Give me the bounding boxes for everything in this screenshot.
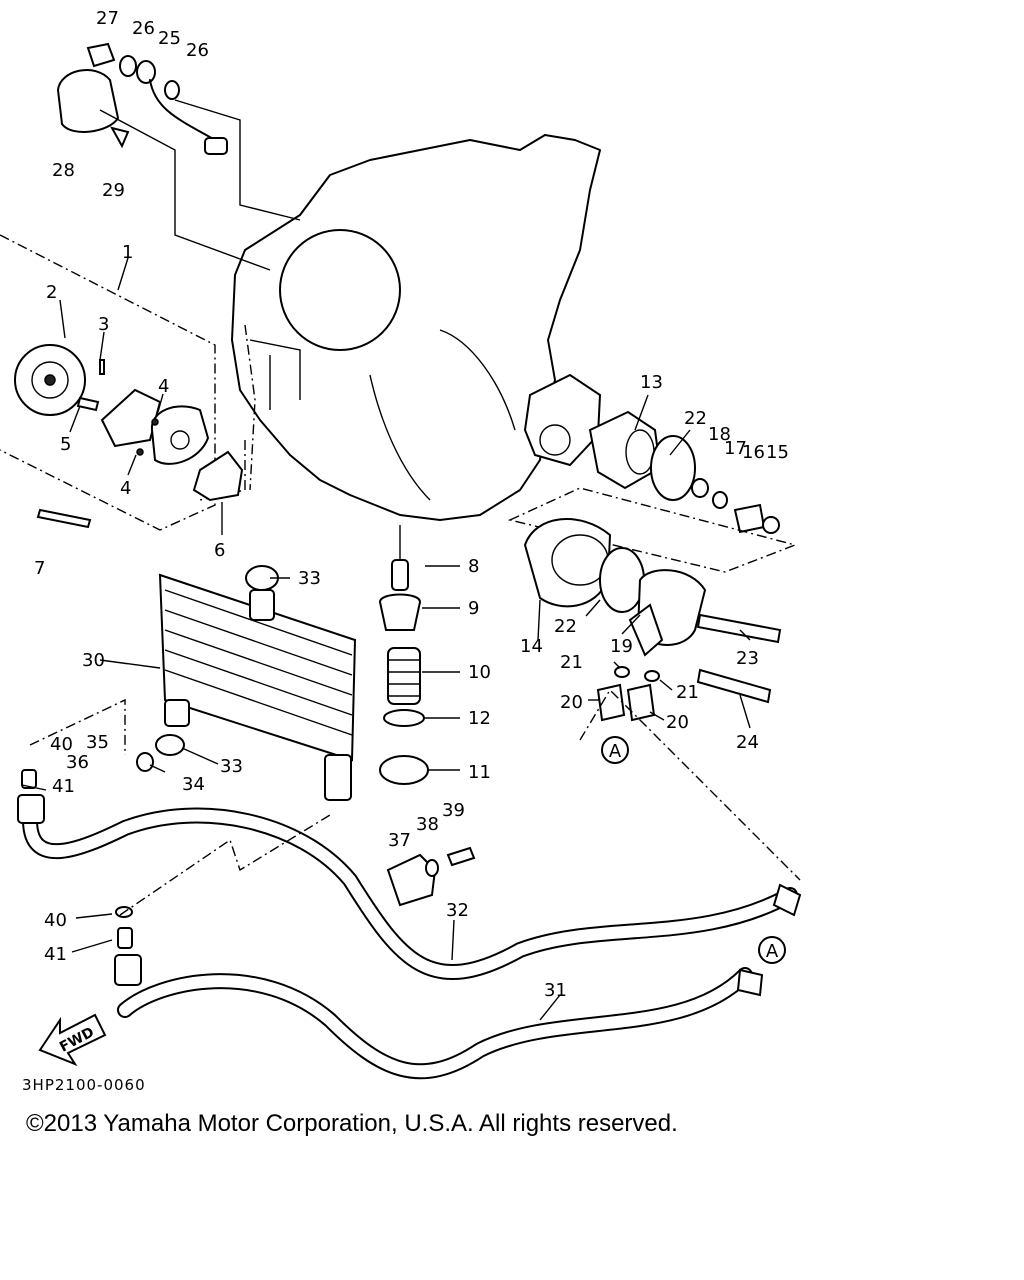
oil-hoses bbox=[17, 698, 802, 1080]
callout-20: 20 bbox=[560, 692, 583, 713]
callout-9: 9 bbox=[468, 598, 479, 619]
callout-39: 39 bbox=[442, 800, 465, 821]
callout-27: 27 bbox=[96, 8, 119, 29]
callout-17: 17 bbox=[724, 438, 747, 459]
callout-14: 14 bbox=[520, 636, 543, 657]
leader-lines bbox=[21, 257, 751, 1021]
callout-25: 25 bbox=[158, 28, 181, 49]
reference-marker-label: A bbox=[766, 941, 779, 962]
oil-line-bolt-group bbox=[56, 42, 301, 271]
callout-36: 36 bbox=[66, 752, 89, 773]
callout-21: 21 bbox=[560, 652, 583, 673]
callout-numbers: 27 26 25 26 28 29 1 2 3 4 5 4 7 6 33 30 … bbox=[34, 8, 789, 1001]
forward-direction-arrow: FWD bbox=[38, 1013, 107, 1067]
callout-4: 4 bbox=[120, 478, 131, 499]
callout-37: 37 bbox=[388, 830, 411, 851]
callout-29: 29 bbox=[102, 180, 125, 201]
callout-13: 13 bbox=[640, 372, 663, 393]
callout-19: 19 bbox=[610, 636, 633, 657]
callout-26: 26 bbox=[132, 18, 155, 39]
callout-28: 28 bbox=[52, 160, 75, 181]
hose-clamp bbox=[386, 846, 476, 907]
reference-marker-label: A bbox=[609, 741, 622, 762]
callout-6: 6 bbox=[214, 540, 225, 561]
oil-filter-group bbox=[507, 373, 801, 881]
callout-2: 2 bbox=[46, 282, 57, 303]
callout-23: 23 bbox=[736, 648, 759, 669]
callout-41: 41 bbox=[52, 776, 75, 797]
callout-33: 33 bbox=[220, 756, 243, 777]
callout-26: 26 bbox=[186, 40, 209, 61]
callout-35: 35 bbox=[86, 732, 109, 753]
callout-4: 4 bbox=[158, 376, 169, 397]
callout-34: 34 bbox=[182, 774, 205, 795]
callout-18: 18 bbox=[708, 424, 731, 445]
callout-33: 33 bbox=[298, 568, 321, 589]
oil-cooler bbox=[136, 565, 357, 801]
relief-valve-stack bbox=[378, 525, 429, 785]
callout-40: 40 bbox=[44, 910, 67, 931]
callout-5: 5 bbox=[60, 434, 71, 455]
callout-32: 32 bbox=[446, 900, 469, 921]
callout-24: 24 bbox=[736, 732, 759, 753]
callout-20: 20 bbox=[666, 712, 689, 733]
callout-10: 10 bbox=[468, 662, 491, 683]
callout-16: 16 bbox=[742, 442, 765, 463]
reference-marker-a-top: A bbox=[601, 736, 629, 764]
callout-11: 11 bbox=[468, 762, 491, 783]
diagram-code: 3HP2100-0060 bbox=[22, 1076, 146, 1094]
oil-pump-group bbox=[0, 234, 246, 531]
callout-8: 8 bbox=[468, 556, 479, 577]
callout-22: 22 bbox=[554, 616, 577, 637]
callout-30: 30 bbox=[82, 650, 105, 671]
callout-7: 7 bbox=[34, 558, 45, 579]
reference-marker-a-bottom: A bbox=[758, 936, 786, 964]
callout-41: 41 bbox=[44, 944, 67, 965]
callout-1: 1 bbox=[122, 242, 133, 263]
callout-12: 12 bbox=[468, 708, 491, 729]
callout-22: 22 bbox=[684, 408, 707, 429]
callout-3: 3 bbox=[98, 314, 109, 335]
callout-15: 15 bbox=[766, 442, 789, 463]
callout-40: 40 bbox=[50, 734, 73, 755]
callout-21: 21 bbox=[676, 682, 699, 703]
callout-38: 38 bbox=[416, 814, 439, 835]
callout-31: 31 bbox=[544, 980, 567, 1001]
copyright-notice: ©2013 Yamaha Motor Corporation, U.S.A. A… bbox=[26, 1110, 678, 1137]
crankcase-cover bbox=[231, 134, 601, 521]
